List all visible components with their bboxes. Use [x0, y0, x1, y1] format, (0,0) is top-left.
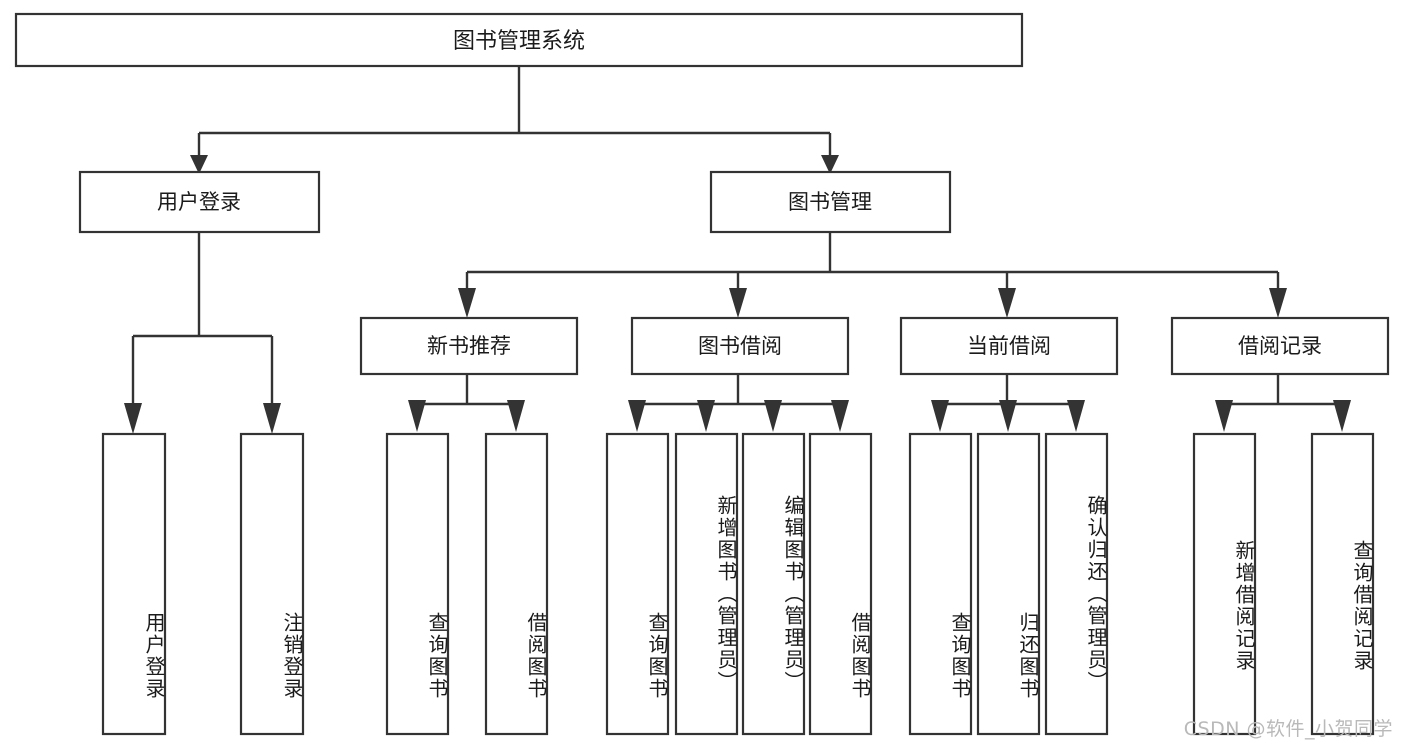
arrow-head-current-borrow: [998, 288, 1016, 318]
node-leaf-borrow-book-2[interactable]: [808, 432, 873, 736]
node-user-login-label: 用户登录: [157, 190, 241, 214]
node-leaf-query-book-1[interactable]: [385, 432, 450, 736]
node-user-login[interactable]: [78, 170, 321, 234]
arrow-head-leaf-borrow-book-2: [831, 400, 849, 432]
node-leaf-confirm-return[interactable]: [1044, 432, 1109, 736]
node-leaf-query-book-2[interactable]: [605, 432, 670, 736]
node-leaf-user-login[interactable]: [101, 432, 167, 736]
node-book-borrow[interactable]: [630, 316, 850, 376]
arrow-head-leaf-return-book: [999, 400, 1017, 432]
node-leaf-edit-book[interactable]: [741, 432, 806, 736]
node-borrow-record-label: 借阅记录: [1238, 334, 1322, 358]
arrow-head-leaf-borrow-book-1: [507, 400, 525, 432]
arrow-head-leaf-query-book-3: [931, 400, 949, 432]
node-book-manage[interactable]: [709, 170, 952, 234]
node-layer: 图书管理系统 用户登录 图书管理 新书推荐 图书借阅 当前借阅 借阅记录: [14, 12, 1390, 736]
arrow-head-leaf-logout: [263, 403, 281, 434]
node-new-book-rec-label: 新书推荐: [427, 334, 511, 358]
arrow-head-leaf-edit-book: [764, 400, 782, 432]
watermark-text: CSDN @软件_小贺同学: [1183, 718, 1393, 740]
node-leaf-query-book-3[interactable]: [908, 432, 973, 736]
arrow-head-leaf-confirm-return: [1067, 400, 1085, 432]
node-current-borrow[interactable]: [899, 316, 1119, 376]
node-book-manage-label: 图书管理: [788, 190, 872, 214]
arrow-head-book-borrow: [729, 288, 747, 318]
arrow-head-leaf-add-record: [1215, 400, 1233, 432]
node-leaf-add-book[interactable]: [674, 432, 739, 736]
node-borrow-record[interactable]: [1170, 316, 1390, 376]
arrow-head-leaf-add-book: [697, 400, 715, 432]
node-current-borrow-label: 当前借阅: [967, 334, 1051, 358]
connector-layer: [124, 66, 1351, 434]
node-book-borrow-label: 图书借阅: [698, 334, 782, 358]
arrow-head-leaf-query-book-2: [628, 400, 646, 432]
arrow-head-user-login: [190, 155, 208, 174]
node-leaf-query-record[interactable]: [1310, 432, 1375, 736]
node-leaf-add-record[interactable]: [1192, 432, 1257, 736]
arrow-head-book-manage: [821, 155, 839, 174]
node-leaf-logout[interactable]: [239, 432, 305, 736]
node-leaf-borrow-book-1[interactable]: [484, 432, 549, 736]
arrow-head-new-book-rec: [458, 288, 476, 318]
arrow-head-borrow-record: [1269, 288, 1287, 318]
node-new-book-rec[interactable]: [359, 316, 579, 376]
arrow-head-leaf-query-record: [1333, 400, 1351, 432]
node-leaf-return-book[interactable]: [976, 432, 1041, 736]
node-root[interactable]: [14, 12, 1024, 68]
arrow-head-leaf-query-book-1: [408, 400, 426, 432]
arrow-head-leaf-user-login: [124, 403, 142, 434]
node-root-label: 图书管理系统: [453, 29, 585, 54]
